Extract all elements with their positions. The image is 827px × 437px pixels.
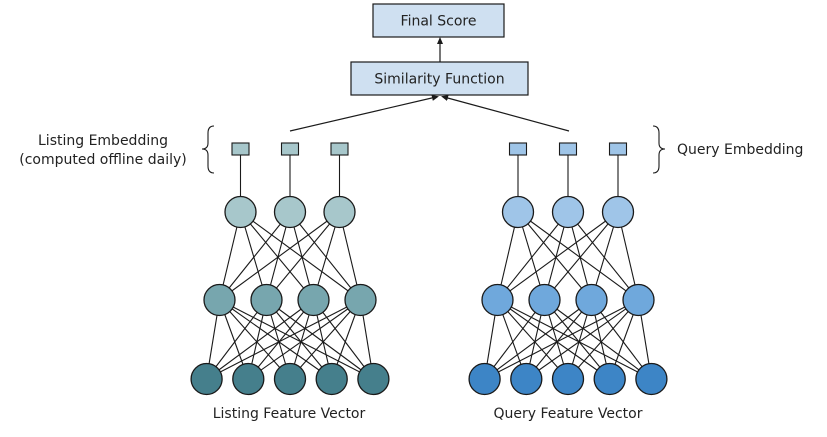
query-feature-vector-label: Query Feature Vector <box>494 406 643 422</box>
query-edge <box>497 299 652 380</box>
final-score-label: Final Score <box>401 14 477 30</box>
listing-edge <box>206 299 361 380</box>
query-output-node <box>501 195 535 229</box>
query-hidden-node <box>481 283 514 317</box>
query-input-node <box>635 362 668 396</box>
query-edge <box>497 211 619 301</box>
listing-embedding-unit <box>330 142 349 156</box>
listing-hidden-node <box>297 283 330 317</box>
listing-edge <box>240 211 361 301</box>
query-edge <box>497 299 611 380</box>
query-edge <box>567 211 639 301</box>
listing-edge <box>206 299 314 380</box>
query-edge <box>544 299 652 380</box>
listing-embedding-sublabel: (computed offline daily) <box>19 152 186 168</box>
query-hidden-node <box>622 283 655 317</box>
query-edge <box>544 299 611 380</box>
listing-edge <box>266 211 340 301</box>
listing-hidden-node <box>344 283 377 317</box>
listing-edge <box>219 211 291 301</box>
similarity-function-label: Similarity Function <box>374 72 504 88</box>
listing-embedding-unit <box>231 142 250 156</box>
query-embedding-label: Query Embedding <box>677 142 803 158</box>
final-score-box: Final Score <box>372 3 505 38</box>
listing-input-node <box>232 362 265 396</box>
query-hidden-node <box>575 283 608 317</box>
network-edges <box>206 149 652 380</box>
query-embedding-unit <box>508 142 528 156</box>
query-edge <box>544 211 619 301</box>
query-embedding-unit <box>608 142 628 156</box>
listing-edge <box>247 299 361 380</box>
listing-edge <box>219 299 333 380</box>
listing-output-node <box>323 195 356 229</box>
listing-input-node <box>357 362 390 396</box>
listing-output-node <box>273 195 307 229</box>
listing-brace-icon <box>201 125 215 174</box>
query-edge <box>525 299 592 380</box>
listing-input-node <box>190 362 223 396</box>
query-brace-icon <box>652 125 666 174</box>
listing-hidden-node <box>250 283 283 317</box>
query-edge <box>497 299 569 380</box>
listing-feature-vector-label: Listing Feature Vector <box>213 406 366 422</box>
listing-edge <box>219 211 340 301</box>
query-output-node <box>601 195 635 229</box>
listing-embedding-unit <box>280 142 300 156</box>
query-edge <box>567 299 639 380</box>
listing-edge <box>313 299 374 380</box>
query-input-node <box>551 362 585 396</box>
query-output-node <box>551 195 585 229</box>
listing-edge <box>289 299 361 380</box>
query-hidden-node <box>528 283 561 317</box>
arrow-listing-to-similarity <box>289 94 439 132</box>
listing-output-node <box>224 195 257 229</box>
arrow-query-to-similarity <box>441 95 570 132</box>
listing-edge <box>266 299 333 380</box>
listing-edge <box>240 211 314 301</box>
query-edge <box>484 299 545 380</box>
similarity-function-box: Similarity Function <box>350 61 529 96</box>
query-edge <box>497 211 569 301</box>
query-input-node <box>593 362 626 396</box>
listing-edge <box>219 299 291 380</box>
listing-input-node <box>273 362 307 396</box>
listing-edge <box>206 299 267 380</box>
query-edge <box>591 299 652 380</box>
network-nodes <box>190 142 668 396</box>
query-edge <box>517 211 639 301</box>
query-input-node <box>510 362 543 396</box>
listing-hidden-node <box>203 283 236 317</box>
listing-edge <box>266 299 374 380</box>
listing-edge <box>247 299 314 380</box>
query-edge <box>517 211 592 301</box>
listing-edge <box>219 299 374 380</box>
listing-input-node <box>315 362 348 396</box>
listing-edge <box>289 211 361 301</box>
query-embedding-unit <box>558 142 578 156</box>
query-edge <box>484 299 639 380</box>
listing-embedding-label: Listing Embedding <box>38 133 168 149</box>
query-input-node <box>468 362 501 396</box>
query-edge <box>484 299 592 380</box>
query-edge <box>525 299 639 380</box>
